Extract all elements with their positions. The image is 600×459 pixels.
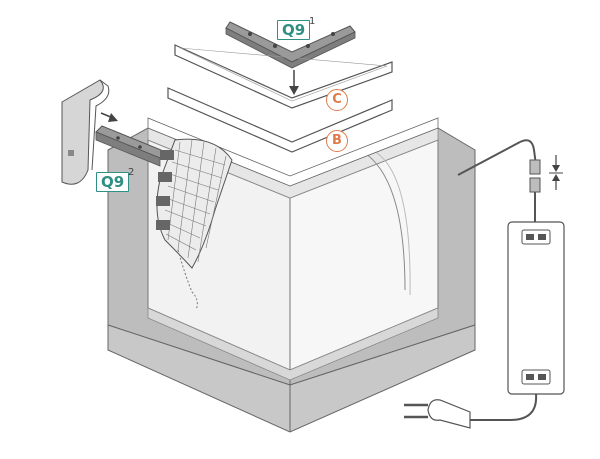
arrow-icon	[549, 155, 563, 190]
power-supply-icon	[507, 221, 565, 395]
plug-icon	[404, 399, 471, 429]
label-cover-c: C	[326, 89, 348, 111]
label-q9-left: Q9	[96, 172, 130, 192]
label-q9-top-index: 1	[309, 16, 316, 27]
led-strip-icon	[156, 138, 233, 311]
label-diffuser-b: B	[326, 130, 348, 152]
arrow-icon	[100, 112, 118, 122]
arrow-icon	[289, 70, 299, 95]
power-cable	[457, 139, 541, 222]
corner-connector-icon	[225, 21, 356, 69]
label-q9-left-index: 2	[128, 167, 135, 178]
aluminium-profile	[147, 117, 439, 187]
cover-c-profile	[174, 44, 393, 109]
diffuser-b-profile	[167, 87, 393, 153]
mains-cable	[470, 393, 538, 421]
label-q9-top: Q9	[277, 20, 311, 40]
end-cap-icon	[61, 79, 110, 185]
